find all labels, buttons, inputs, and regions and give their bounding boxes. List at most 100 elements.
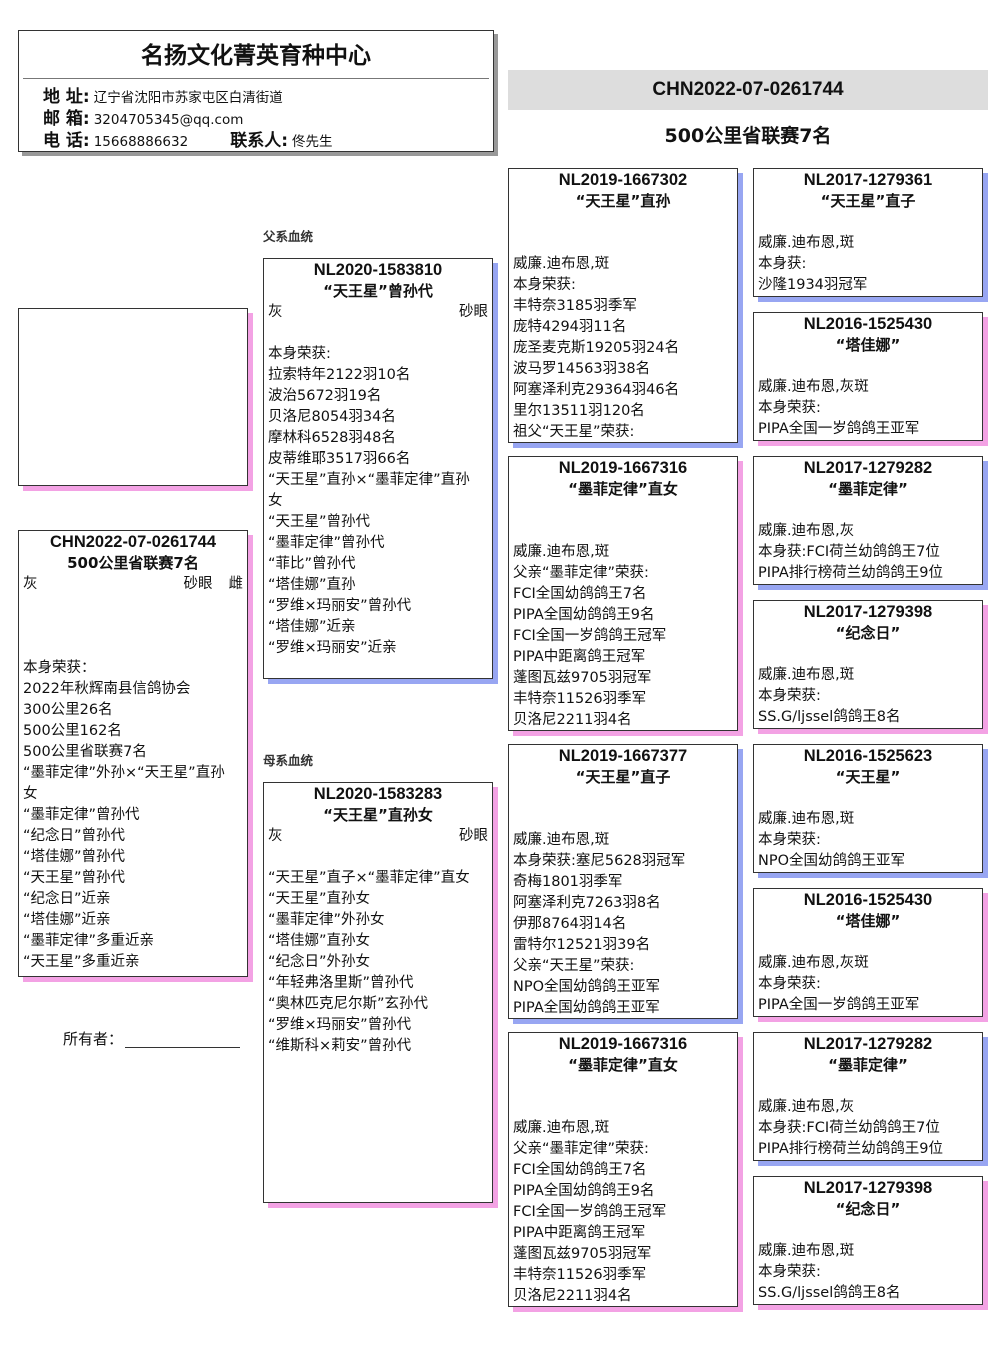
info-line: 女 xyxy=(268,493,283,509)
sex: 雌 xyxy=(228,576,244,592)
info-line: “天王星”多重近亲 xyxy=(23,954,140,970)
info-line: “天王星”曾孙代 xyxy=(23,870,126,886)
pigeon-name: “天王星”直子 xyxy=(820,192,916,210)
great-grandparent-card[interactable]: NL2016-1525623“天王星” 威廉.迪布恩,斑本身荣获:NPO全国幼鸽… xyxy=(753,744,983,873)
info-line: FCI全国一岁鸽鸽王冠军 xyxy=(513,628,667,644)
ring-number: NL2017-1279282 xyxy=(803,1035,933,1053)
ring-number: NL2016-1525430 xyxy=(803,315,933,333)
info-line xyxy=(754,500,982,521)
info-line: PIPA全国幼鸽鸽王9名 xyxy=(513,607,655,623)
sire-card[interactable]: NL2020-1583810 “天王星”曾孙代灰 砂眼 本身荣获: 拉索特年2122羽… xyxy=(263,258,493,679)
pigeon-name: “天王星” xyxy=(835,768,901,786)
grandparent-card[interactable]: NL2019-1667377“天王星”直子 威廉.迪布恩,斑本身荣获:塞尼562… xyxy=(508,744,738,1019)
info-line: “罗维×玛丽安”曾孙代 xyxy=(268,1017,412,1033)
info-line: 丰特奈3185羽季军 xyxy=(513,298,637,314)
pigeon-name: “天王星”直孙 xyxy=(575,192,671,210)
great-grandparent-card[interactable]: NL2017-1279282“墨菲定律” 威廉.迪布恩,灰本身获:FCI荷兰幼鸽… xyxy=(753,456,983,585)
breeder-name: 名扬文化菁英育种中心 xyxy=(141,43,371,69)
breeder-header: 名扬文化菁英育种中心 地 址:辽宁省沈阳市苏家屯区白清街道 邮 箱:320470… xyxy=(18,30,494,152)
info-line: 蓬图瓦兹9705羽冠军 xyxy=(513,670,652,686)
eye-type: 砂眼 xyxy=(459,828,488,844)
info-line: 祖父“天王星”荣获: xyxy=(513,424,635,440)
feather-color: 灰 xyxy=(268,304,283,320)
info-line xyxy=(19,595,247,616)
info-line xyxy=(264,847,492,868)
address-value: 辽宁省沈阳市苏家屯区白清街道 xyxy=(93,90,283,106)
great-grandparent-card[interactable]: NL2017-1279361“天王星”直子 威廉.迪布恩,斑本身获:沙隆1934… xyxy=(753,168,983,297)
info-line: 本身荣获:塞尼5628羽冠军 xyxy=(513,853,686,869)
info-line: “罗维×玛丽安”曾孙代 xyxy=(268,598,412,614)
ring-number: CHN2022-07-0261744 xyxy=(49,533,217,551)
eye-sex: 砂眼雌 xyxy=(184,574,244,595)
info-line: PIPA中距离鸽王冠军 xyxy=(513,649,646,665)
grandparent-card[interactable]: NL2019-1667316“墨菲定律”直女 威廉.迪布恩,斑父亲“墨菲定律”荣… xyxy=(508,456,738,731)
info-line xyxy=(754,932,982,953)
phone-value: 15668886632 xyxy=(93,134,189,150)
address-label: 地 址: xyxy=(43,87,90,107)
info-line: 女 xyxy=(23,786,38,802)
info-line xyxy=(754,1076,982,1097)
ring-number: NL2020-1583810 xyxy=(313,261,443,279)
info-line: “奥林匹克尼尔斯”玄孙代 xyxy=(268,996,429,1012)
info-line: “天王星”直孙女 xyxy=(268,891,371,907)
great-grandparent-card[interactable]: NL2017-1279398“纪念日” 威廉.迪布恩,斑本身荣获:SS.G/lj… xyxy=(753,600,983,729)
info-line xyxy=(509,809,737,830)
info-line: “塔佳娜”近亲 xyxy=(268,619,356,635)
pigeon-name: “天王星”曾孙代 xyxy=(323,282,433,300)
info-line: 本身荣获: xyxy=(268,346,331,362)
great-grandparent-card[interactable]: NL2016-1525430“塔佳娜” 威廉.迪布恩,灰斑本身荣获:PIPA全国… xyxy=(753,312,983,441)
info-line: 500公里162名 xyxy=(23,723,122,739)
subject-ring-banner: CHN2022-07-0261744 xyxy=(508,70,988,110)
phone-label: 电 话: xyxy=(43,131,90,151)
grandparent-card[interactable]: NL2019-1667302“天王星”直孙 威廉.迪布恩,斑本身荣获:丰特奈31… xyxy=(508,168,738,443)
ring-number: NL2019-1667377 xyxy=(558,747,688,765)
info-line: 丰特奈11526羽季军 xyxy=(513,691,647,707)
info-line: PIPA全国幼鸽鸽王亚军 xyxy=(513,1000,660,1016)
divider xyxy=(23,78,489,79)
owner-signature-line[interactable] xyxy=(125,1047,241,1048)
dam-card[interactable]: NL2020-1583283“天王星”直孙女灰砂眼 “天王星”直子×“墨菲定律”… xyxy=(263,782,493,1203)
info-line xyxy=(754,788,982,809)
info-line: “墨菲定律”多重近亲 xyxy=(23,933,155,949)
info-line: 拉索特年2122羽10名 xyxy=(268,367,411,383)
ring-number: NL2017-1279282 xyxy=(803,459,933,477)
info-line: 摩林科6528羽48名 xyxy=(268,430,396,446)
info-line: SS.G/ljssel鸽鸽王8名 xyxy=(758,1285,901,1301)
info-line: PIPA排行榜荷兰幼鸽鸽王9位 xyxy=(758,1141,943,1157)
feather-color: 灰 xyxy=(268,828,283,844)
info-line: 本身荣获: xyxy=(758,688,821,704)
info-line xyxy=(509,500,737,521)
info-line: 庞圣麦克斯19205羽24名 xyxy=(513,340,680,356)
info-line: SS.G/ljssel鸽鸽王8名 xyxy=(758,709,901,725)
email-row: 邮 箱:3204705345@qq.com xyxy=(19,109,493,131)
grandparent-card[interactable]: NL2019-1667316“墨菲定律”直女 威廉.迪布恩,斑父亲“墨菲定律”荣… xyxy=(508,1032,738,1307)
pigeon-name: “天王星”直子 xyxy=(575,768,671,786)
info-line: 父亲“天王星”荣获: xyxy=(513,958,635,974)
info-line: “塔佳娜”近亲 xyxy=(23,912,111,928)
pigeon-name: “天王星”直孙女 xyxy=(323,806,433,824)
great-grandparent-card[interactable]: NL2016-1525430“塔佳娜” 威廉.迪布恩,灰斑本身荣获:PIPA全国… xyxy=(753,888,983,1017)
color-eye-row: 灰砂眼雌 xyxy=(19,574,247,595)
info-line xyxy=(509,788,737,809)
info-line: NPO全国幼鸽鸽王亚军 xyxy=(513,979,661,995)
info-line: 父亲“墨菲定律”荣获: xyxy=(513,565,649,581)
great-grandparent-card[interactable]: NL2017-1279282“墨菲定律” 威廉.迪布恩,灰本身获:FCI荷兰幼鸽… xyxy=(753,1032,983,1161)
info-line xyxy=(509,521,737,542)
info-line xyxy=(754,356,982,377)
info-line xyxy=(509,212,737,233)
eye-sex: 砂眼 xyxy=(459,302,488,323)
address-row: 地 址:辽宁省沈阳市苏家屯区白清街道 xyxy=(19,87,493,109)
info-line: 500公里省联赛7名 xyxy=(23,744,147,760)
info-line: 300公里26名 xyxy=(23,702,113,718)
great-grandparent-card[interactable]: NL2017-1279398“纪念日” 威廉.迪布恩,斑本身荣获:SS.G/lj… xyxy=(753,1176,983,1305)
info-line xyxy=(19,616,247,637)
info-line: “墨菲定律”曾孙代 xyxy=(23,807,140,823)
info-line: 威廉.迪布恩,灰 xyxy=(758,523,855,539)
info-line xyxy=(19,637,247,658)
subject-achievement: 500公里省联赛7名 xyxy=(664,125,832,147)
color-eye-row: 灰 砂眼 xyxy=(264,826,492,847)
info-line xyxy=(509,233,737,254)
